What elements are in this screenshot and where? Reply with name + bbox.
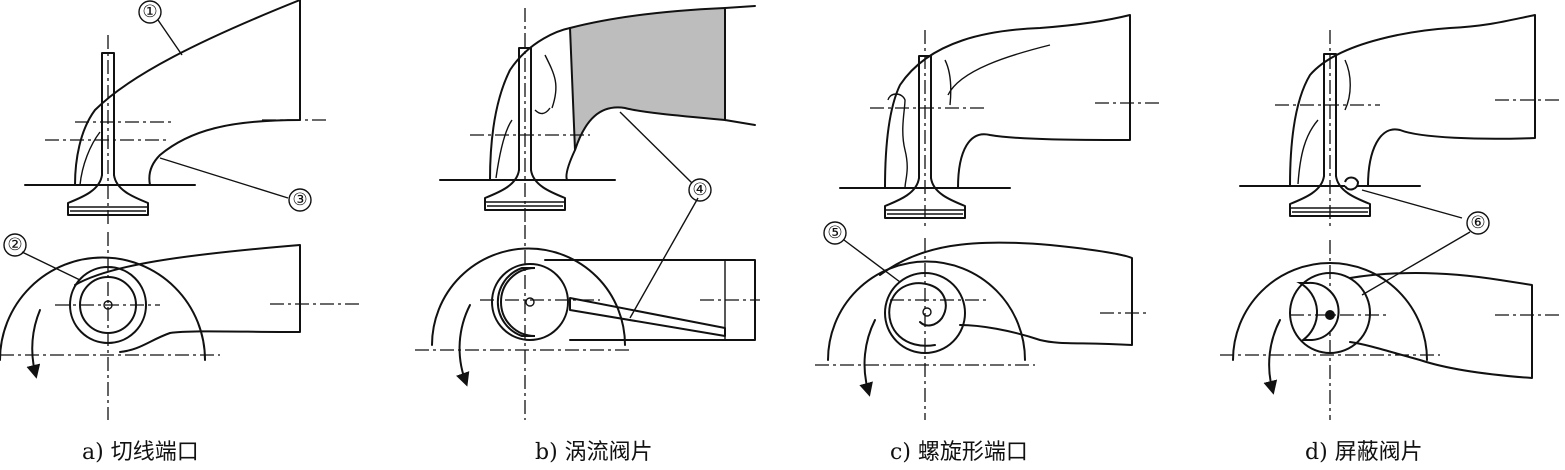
svg-text:③: ③ bbox=[292, 190, 307, 210]
callout-3: ③ bbox=[159, 157, 312, 212]
svg-text:④: ④ bbox=[692, 180, 707, 200]
panel-b-diagram bbox=[415, 5, 760, 420]
panel-a-diagram bbox=[0, 0, 360, 420]
svg-text:⑤: ⑤ bbox=[827, 223, 842, 243]
callout-2: ② bbox=[3, 233, 81, 281]
svg-text:①: ① bbox=[142, 2, 157, 22]
caption-a: a) 切线端口 bbox=[82, 440, 199, 465]
callout-4: ④ bbox=[688, 178, 712, 202]
callout-6: ⑥ bbox=[1466, 211, 1490, 235]
panel-d-diagram bbox=[1220, 14, 1560, 420]
svg-text:②: ② bbox=[7, 235, 22, 255]
callout-1: ① bbox=[138, 0, 183, 56]
caption-b: b) 涡流阀片 bbox=[535, 440, 653, 465]
callout-5: ⑤ bbox=[823, 221, 901, 283]
panel-c-diagram bbox=[815, 14, 1160, 420]
svg-text:⑥: ⑥ bbox=[1470, 213, 1485, 233]
caption-d: d) 屏蔽阀片 bbox=[1305, 440, 1423, 465]
caption-c: c) 螺旋形端口 bbox=[890, 440, 1028, 465]
